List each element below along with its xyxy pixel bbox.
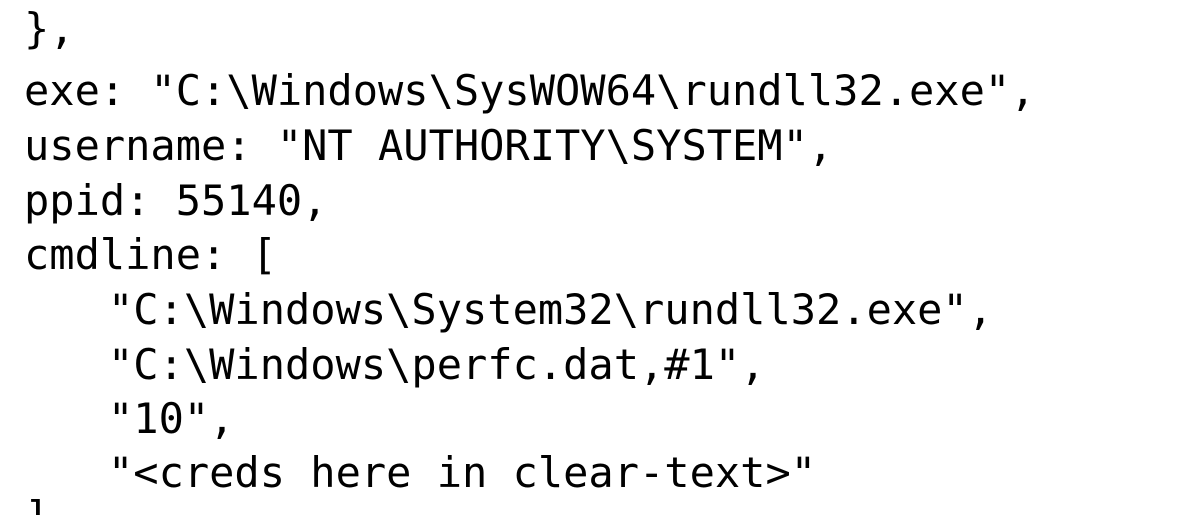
code-line-cmd-arg-1: "C:\Windows\System32\rundll32.exe",	[108, 285, 994, 334]
code-line-closing-brace: },	[24, 4, 75, 53]
code-line-closing-bracket: ]	[24, 490, 49, 515]
code-line-username: username: "NT AUTHORITY\SYSTEM",	[24, 121, 834, 170]
code-line-cmd-arg-3: "10",	[108, 394, 235, 443]
code-line-ppid: ppid: 55140,	[24, 176, 328, 225]
code-line-cmd-arg-4: "<creds here in clear-text>"	[108, 448, 817, 497]
code-line-cmd-arg-2: "C:\Windows\perfc.dat,#1",	[108, 340, 766, 389]
code-line-cmdline: cmdline: [	[24, 230, 277, 279]
code-line-exe: exe: "C:\Windows\SysWOW64\rundll32.exe",	[24, 66, 1036, 115]
